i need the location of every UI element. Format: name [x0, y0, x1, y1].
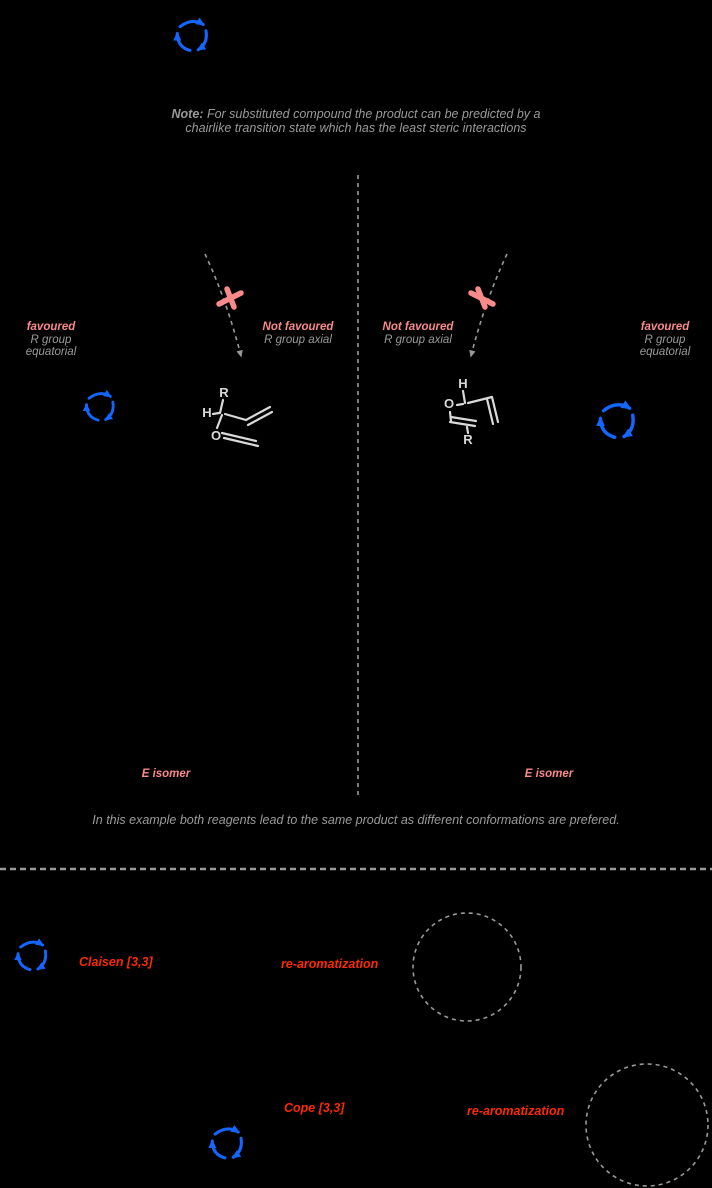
not-favoured-label-left: Not favoured — [262, 321, 334, 333]
atom-label-r-right: R — [463, 432, 473, 447]
not-favoured-block-left: Not favoured R group axial — [242, 321, 354, 346]
re-aromatization-label-1: re-aromatization — [281, 957, 379, 971]
chair-structure-left: R H O — [202, 385, 274, 448]
electron-arrows-bottom-left-icon — [12, 932, 52, 978]
e-isomer-label-left: E isomer — [141, 768, 191, 780]
crossed-arrow-left-icon — [204, 253, 244, 358]
favoured-sub2-right: equatorial — [639, 346, 691, 358]
electron-arrows-top-icon — [171, 13, 213, 57]
favoured-sub1-left: R group — [30, 333, 72, 346]
favoured-block-left: favoured R group equatorial — [5, 321, 97, 359]
favoured-block-right: favoured R group equatorial — [619, 321, 711, 359]
product-circle-left — [412, 912, 522, 1022]
divider-vertical-dashed — [357, 175, 359, 795]
favoured-sub1-right: R group — [644, 333, 686, 346]
chair-structure-right: H O R — [444, 376, 500, 447]
atom-label-h-left: H — [202, 405, 211, 420]
product-circle-right — [585, 1063, 709, 1187]
cope-label: Cope [3,3] — [284, 1101, 345, 1115]
note-prefix: Note: — [171, 107, 204, 121]
atom-label-h-right: H — [458, 376, 467, 391]
electron-arrows-left-icon — [76, 388, 124, 424]
atom-label-o-right: O — [444, 396, 454, 411]
not-favoured-sub-left: R group axial — [264, 333, 332, 346]
note-line-2: chairlike transition state which has the… — [185, 121, 527, 135]
not-favoured-label-right: Not favoured — [382, 321, 454, 333]
note-line-1: Note: For substituted compound the produ… — [76, 107, 636, 121]
atom-label-o-left: O — [211, 428, 221, 443]
atom-label-r-left: R — [219, 385, 229, 400]
not-favoured-block-right: Not favoured R group axial — [362, 321, 474, 346]
divider-horizontal-dashed — [0, 867, 712, 871]
caption-text: In this example both reagents lead to th… — [92, 813, 620, 827]
favoured-sub2-left: equatorial — [25, 346, 77, 358]
note-text: Note: For substituted compound the produ… — [76, 107, 636, 135]
crossed-arrow-right-icon — [468, 253, 508, 358]
favoured-label-left: favoured — [26, 321, 76, 333]
re-aromatization-label-2: re-aromatization — [467, 1104, 565, 1118]
electron-arrows-bottom-center-icon — [206, 1120, 248, 1165]
e-isomer-label-right: E isomer — [524, 768, 574, 780]
not-favoured-sub-right: R group axial — [384, 333, 452, 346]
favoured-label-right: favoured — [640, 321, 690, 333]
note-body-1: For substituted compound the product can… — [206, 107, 541, 121]
electron-arrows-right-icon — [588, 398, 646, 442]
claisen-label: Claisen [3,3] — [79, 955, 153, 969]
